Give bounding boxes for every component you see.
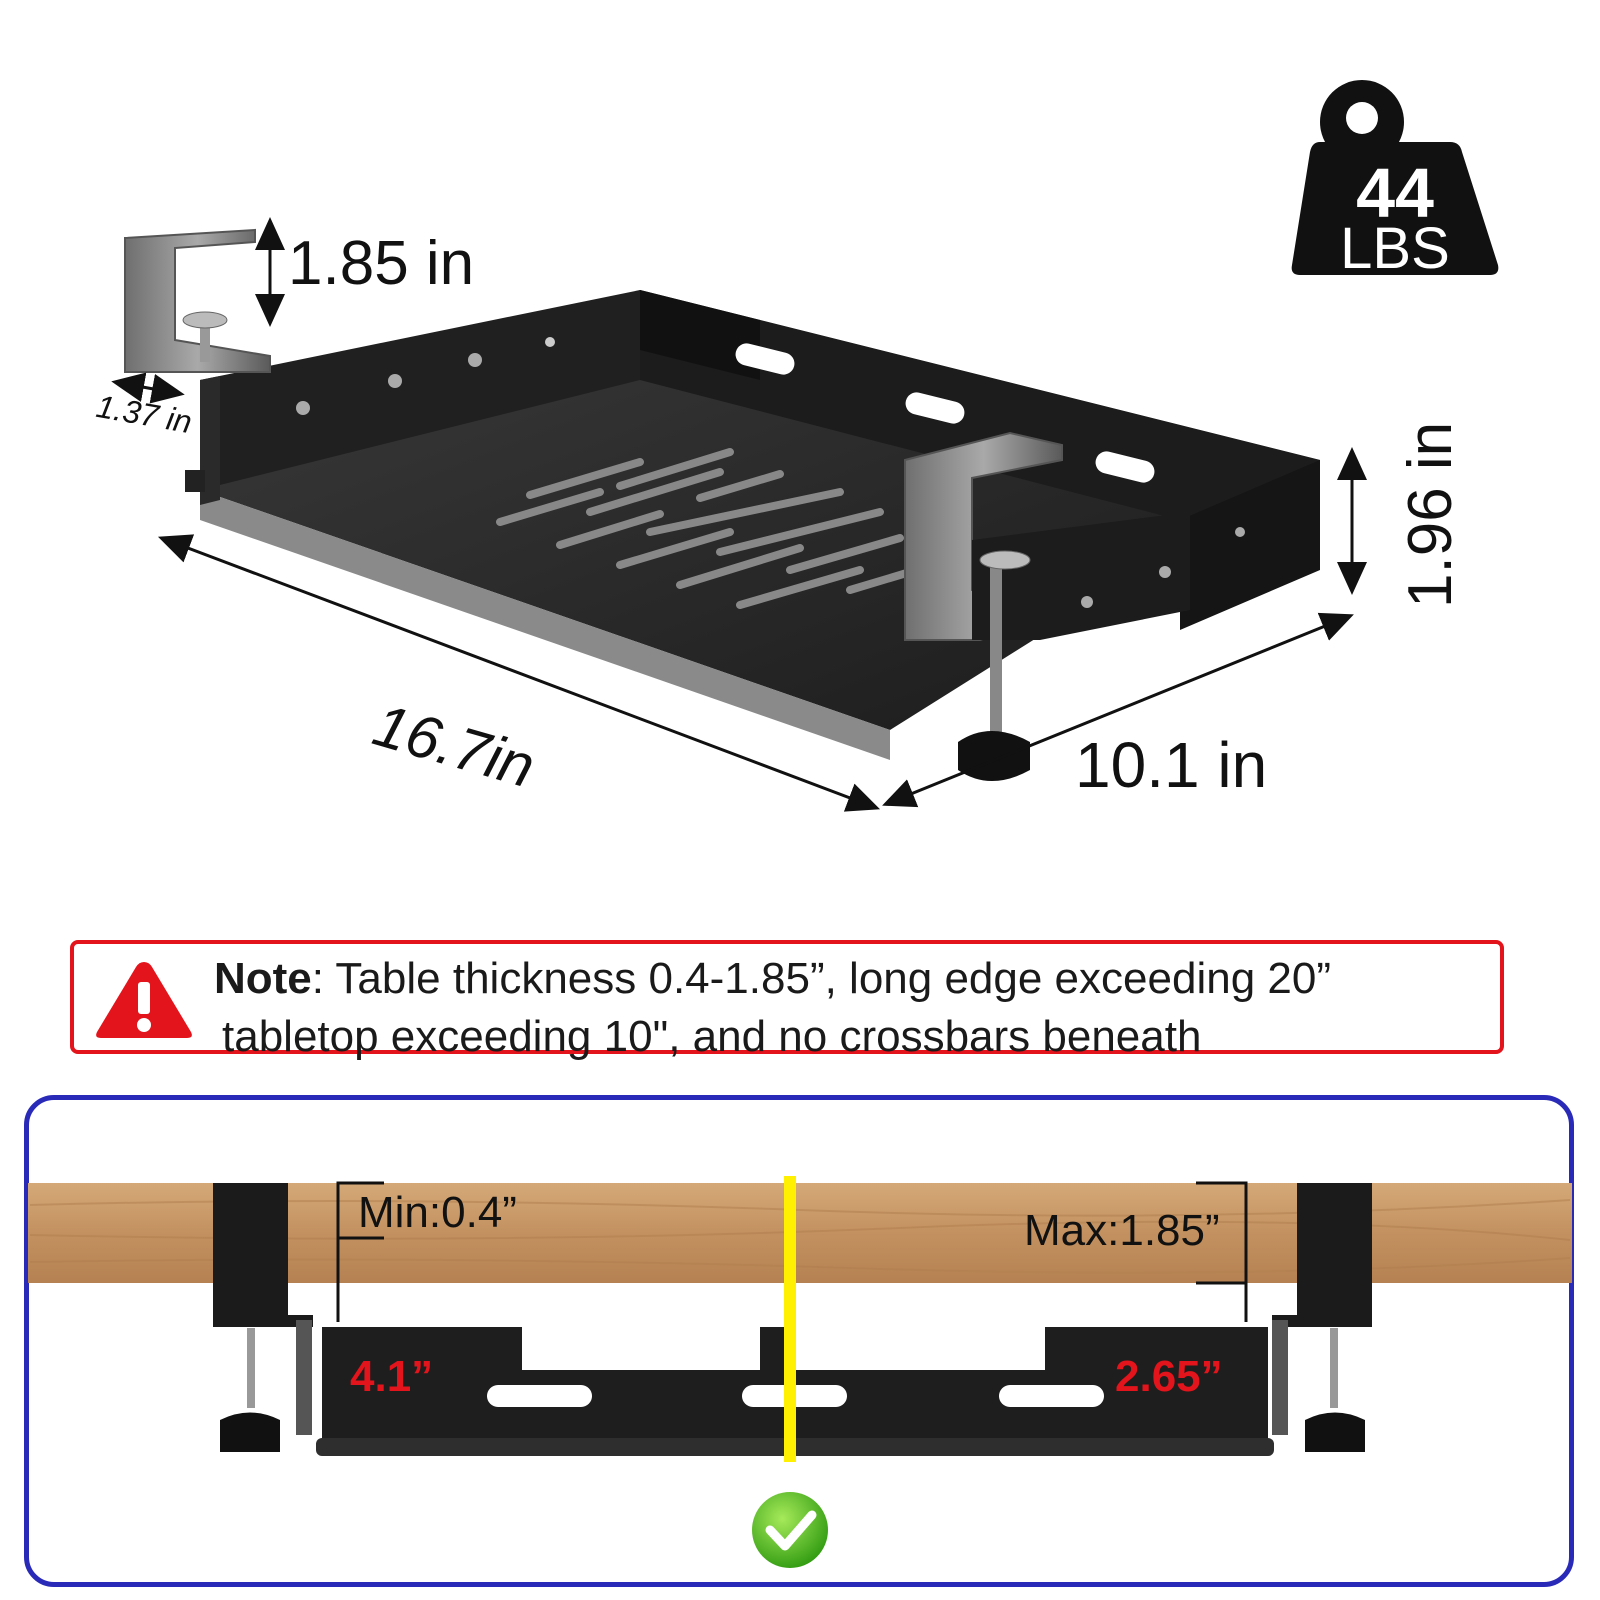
warning-icon [96,962,192,1038]
weight-value: 44 [1356,154,1434,232]
tray-illustration [111,217,1367,812]
weight-icon [1291,80,1499,275]
max-thickness-label: Max:1.85” [1024,1206,1220,1255]
note-box: Note: Table thickness 0.4-1.85”, long ed… [70,940,1504,1061]
weight-unit: LBS [1340,216,1450,281]
fit-diagram-frame [24,1095,1574,1587]
right-clamp-front [1272,1183,1372,1452]
thickness-brackets [336,1181,1248,1322]
weight-capacity-badge: 44 LBS [1290,80,1500,285]
dimension-lines [111,217,1367,812]
right-offset-label: 2.65” [1115,1352,1223,1401]
right-clamp [904,431,1245,781]
clamp-height-label: 1.85 in [288,229,475,298]
note-line-1-text: : Table thickness 0.4-1.85”, long edge e… [311,954,1331,1003]
center-divider [784,1176,796,1462]
note-text: Note: Table thickness 0.4-1.85”, long ed… [214,950,1331,1066]
checkmark-icon [752,1492,828,1568]
note-line-1: Note: Table thickness 0.4-1.85”, long ed… [214,950,1331,1008]
min-thickness-label: Min:0.4” [358,1188,517,1237]
left-clamp-front [213,1183,313,1452]
note-label: Note [214,954,312,1003]
note-line-2: tabletop exceeding 10", and no crossbars… [222,1012,1202,1061]
width-label: 10.1 in [1075,729,1268,801]
left-offset-label: 4.1” [350,1352,434,1401]
